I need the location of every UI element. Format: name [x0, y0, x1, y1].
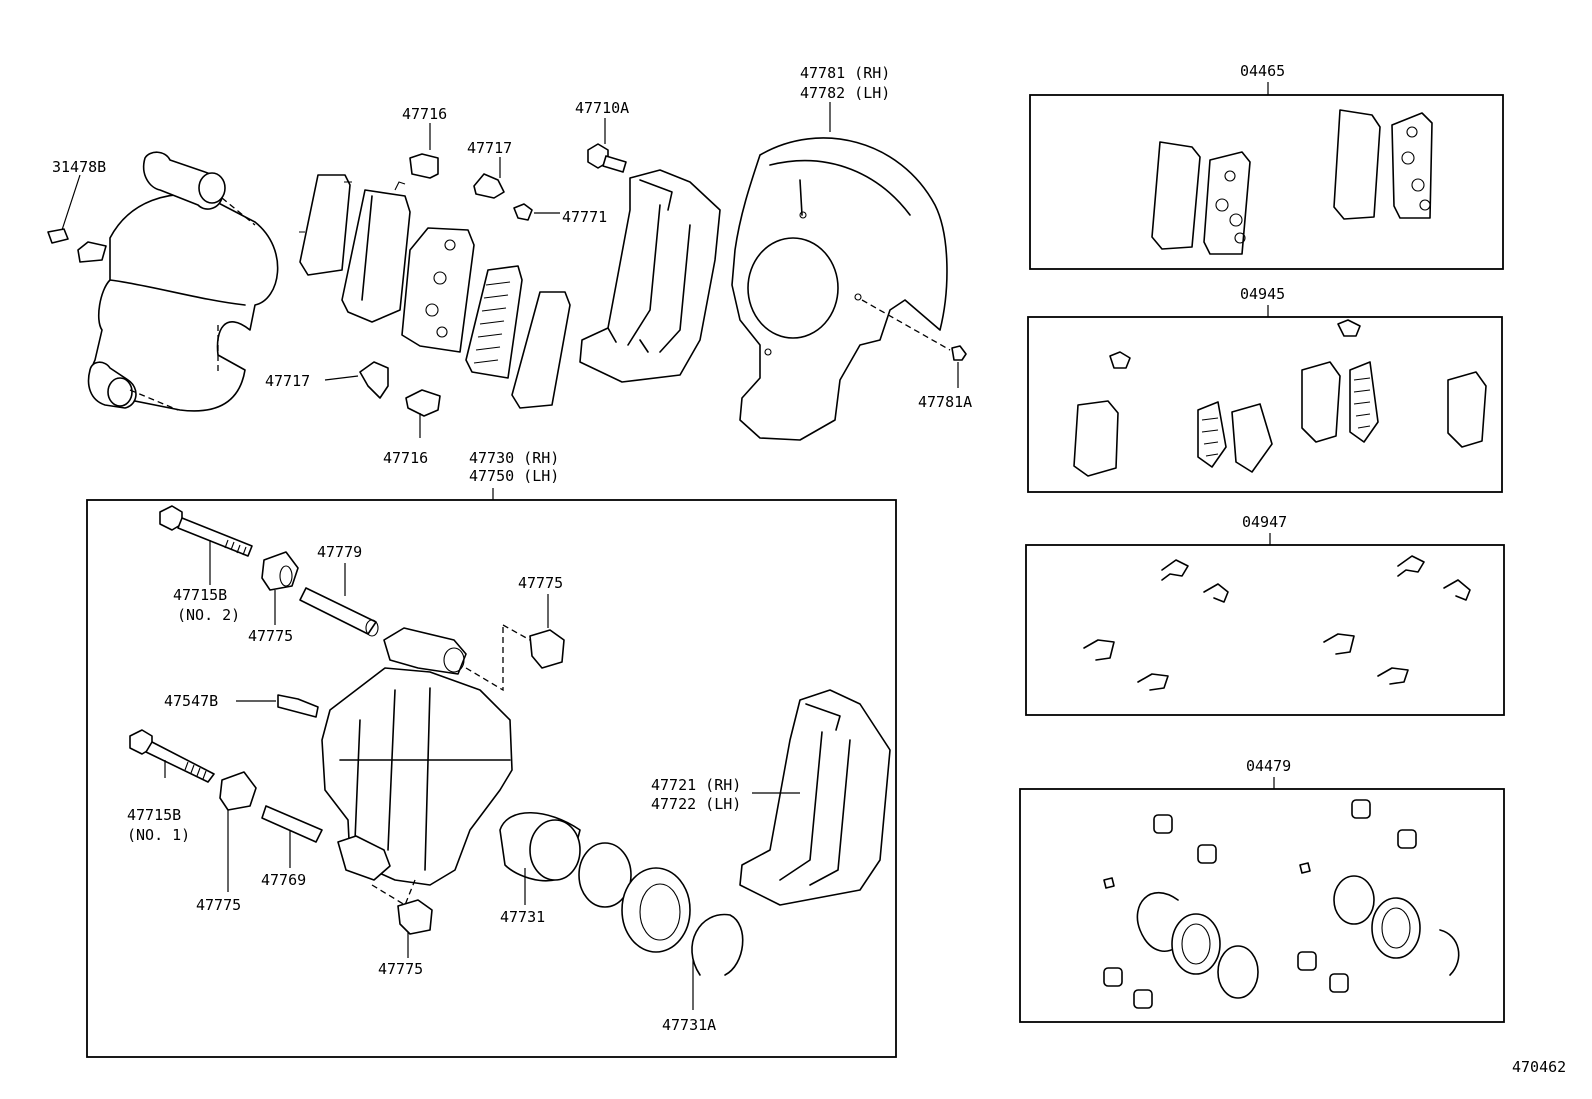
label-47715B-no2-note: (NO. 2) — [177, 606, 240, 624]
caliper-mounting-47721 — [739, 689, 891, 906]
caliper-cylinder — [321, 625, 513, 906]
label-47771: 47771 — [562, 208, 607, 226]
clip-47716-bottom — [405, 389, 441, 438]
clip-47717-bottom — [324, 361, 389, 399]
kit-04945 — [1027, 305, 1503, 493]
label-47782: 47782 (LH) — [800, 84, 890, 102]
bushing-47775-c — [219, 771, 257, 892]
piston-seal — [578, 842, 632, 908]
label-47775-d: 47775 — [378, 960, 423, 978]
label-47716-top: 47716 — [402, 105, 447, 123]
label-47547B: 47547B — [164, 692, 218, 710]
bushing-47775-a — [261, 551, 299, 625]
label-47722: 47722 (LH) — [651, 795, 741, 813]
label-47717-top: 47717 — [467, 139, 512, 157]
label-47715B-no2: 47715B — [173, 586, 227, 604]
screw-47781A — [951, 345, 967, 388]
pad-inner — [401, 227, 475, 353]
kit-04479 — [1019, 777, 1505, 1023]
label-47730: 47730 (RH) — [469, 449, 559, 467]
caliper-mounting-bracket — [579, 169, 721, 383]
label-47781: 47781 (RH) — [800, 64, 890, 82]
leader-31478B — [61, 174, 81, 231]
caliper-assembly-box — [86, 488, 897, 1058]
label-47750: 47750 (LH) — [469, 467, 559, 485]
label-47731: 47731 — [500, 908, 545, 926]
label-47715B-no1: 47715B — [127, 806, 181, 824]
label-47731A: 47731A — [662, 1016, 716, 1034]
anti-squeal-shim — [465, 265, 523, 379]
label-47779: 47779 — [317, 543, 362, 561]
label-47781A: 47781A — [918, 393, 972, 411]
kit-04465 — [1029, 82, 1504, 270]
pin-47769 — [261, 805, 323, 868]
piston-47731 — [499, 812, 581, 905]
pad-outer — [341, 181, 411, 323]
boot-set-right — [1297, 799, 1460, 993]
kit-label-04479: 04479 — [1246, 757, 1291, 775]
bushing-47775-b — [502, 594, 565, 669]
bolt-47710A — [587, 118, 627, 173]
clip-47771 — [513, 203, 560, 221]
kit-label-04947: 04947 — [1242, 513, 1287, 531]
label-47716-bottom: 47716 — [383, 449, 428, 467]
clip-47717-top — [473, 157, 505, 199]
shim-inner — [511, 291, 571, 409]
pin-47779 — [299, 563, 379, 637]
label-47775-b: 47775 — [518, 574, 563, 592]
label-47710A: 47710A — [575, 99, 629, 117]
callout-labels: 31478B 47716 47717 47710A 47771 47781 (R… — [52, 62, 1566, 1076]
shim-outer — [299, 174, 352, 276]
kit-04947 — [1025, 533, 1505, 716]
clip-47716-top — [409, 123, 439, 179]
label-47721: 47721 (RH) — [651, 776, 741, 794]
label-31478B: 31478B — [52, 158, 106, 176]
kit-label-04945: 04945 — [1240, 285, 1285, 303]
label-47717-bottom: 47717 — [265, 372, 310, 390]
bolt-47715B-no1 — [129, 729, 215, 783]
diagram-id: 470462 — [1512, 1058, 1566, 1076]
set-ring-47731A — [691, 913, 744, 1010]
kit-label-04465: 04465 — [1240, 62, 1285, 80]
label-47775-c: 47775 — [196, 896, 241, 914]
bolt-47715B-no2 — [159, 505, 253, 585]
boot-set-left — [1103, 814, 1259, 1009]
disc-dust-cover — [731, 102, 951, 441]
bushing-47775-d — [397, 899, 433, 958]
label-47715B-no1-note: (NO. 1) — [127, 826, 190, 844]
caliper-body-top — [47, 151, 279, 412]
bleeder-47547B — [236, 694, 319, 718]
label-47769: 47769 — [261, 871, 306, 889]
label-47775-a: 47775 — [248, 627, 293, 645]
cylinder-boot — [621, 867, 691, 953]
